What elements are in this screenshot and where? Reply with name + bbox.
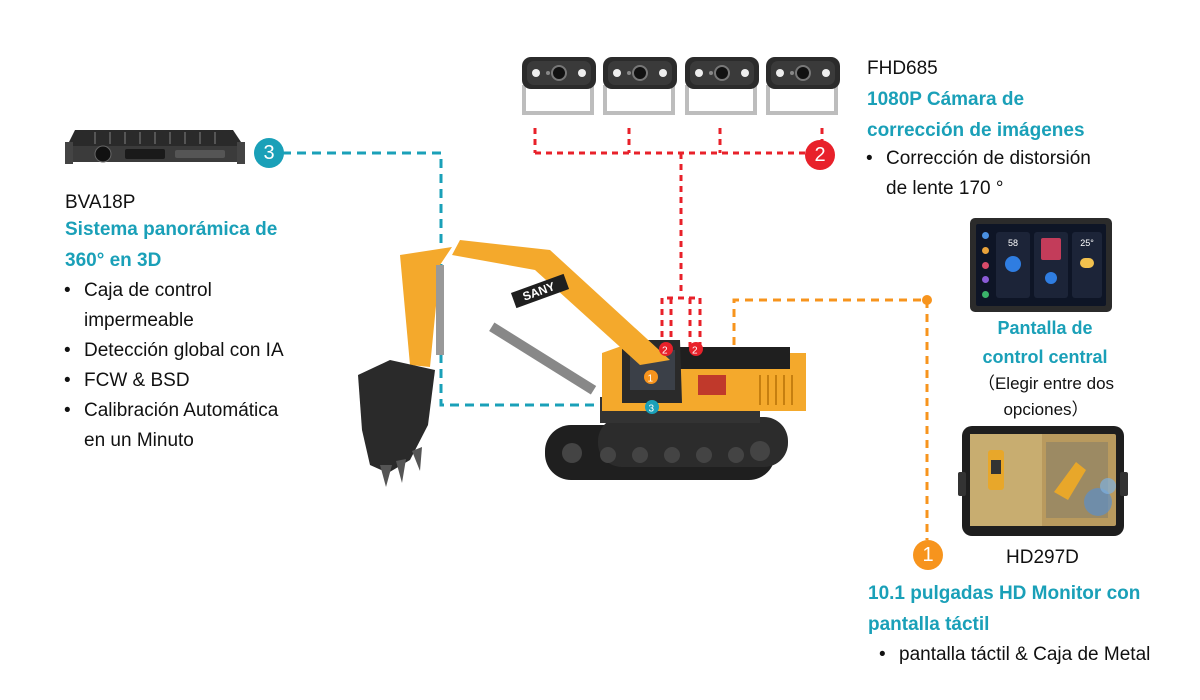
- screen-speed-value: 58: [1007, 238, 1018, 248]
- fhd685-title-line1: 1080P Cámara de: [867, 89, 1025, 110]
- excavator-badge-1: 1: [648, 374, 654, 385]
- bva18p-title: Sistema panorámica de 360° en 3D: [65, 214, 277, 276]
- fhd685-title-line2: corrección de imágenes: [867, 120, 1085, 141]
- central-note-line1: （Elegir entre dos: [977, 374, 1115, 393]
- bva18p-title-line2: 360° en 3D: [65, 250, 162, 271]
- excavator-badge-2-left: 2: [662, 346, 668, 357]
- excavator-badge-2-right: 2: [692, 346, 698, 357]
- excavator-brand: SANY: [521, 279, 557, 304]
- badge-2-fhd685: 2: [805, 140, 835, 170]
- badge-3-bva18p: 3: [254, 138, 284, 168]
- central-title: Pantalla de control central: [975, 314, 1115, 372]
- screen-temperature: 25°: [1080, 238, 1094, 248]
- fhd685-feature-continuation: de lente 170 °: [886, 178, 1004, 199]
- fhd685-feature-item: Corrección de distorsión: [864, 144, 1091, 174]
- central-title-line2: control central: [982, 347, 1108, 367]
- bva18p-feature-item: impermeable: [62, 306, 284, 336]
- fhd685-feature-list: Corrección de distorsión de lente 170 °: [864, 144, 1091, 204]
- hd297d-monitor-image: [958, 422, 1128, 540]
- hd297d-feature-item: pantalla táctil & Caja de Metal: [877, 640, 1150, 670]
- bva18p-feature-continuation: impermeable: [84, 310, 194, 331]
- bva18p-feature-item: Calibración Automática: [62, 396, 284, 426]
- central-title-line1: Pantalla de: [997, 318, 1093, 338]
- bva18p-feature-item: Caja de control: [62, 276, 284, 306]
- bva18p-model: BVA18P: [65, 192, 136, 213]
- excavator-badge-3: 3: [649, 404, 655, 415]
- fhd685-cameras-image: [520, 55, 840, 125]
- central-note: （Elegir entre dos opciones）: [966, 371, 1126, 423]
- orange-connector: [732, 298, 929, 540]
- excavator-image: SANY 2 2 1 3: [340, 225, 810, 490]
- bva18p-feature-item: en un Minuto: [62, 426, 284, 456]
- bva18p-feature-continuation: en un Minuto: [84, 430, 194, 451]
- bva18p-feature-item: FCW & BSD: [62, 366, 284, 396]
- hd297d-feature-list: pantalla táctil & Caja de Metal: [877, 640, 1150, 670]
- bva18p-feature-list: Caja de control impermeable Detección gl…: [62, 276, 284, 456]
- fhd685-title: 1080P Cámara de corrección de imágenes: [867, 84, 1085, 146]
- hd297d-title-line2: pantalla táctil: [868, 614, 990, 635]
- central-note-line2: opciones）: [1003, 400, 1089, 419]
- badge-1-hd297d: 1: [913, 540, 943, 570]
- fhd685-model: FHD685: [867, 58, 938, 79]
- bva18p-feature-item: Detección global con IA: [62, 336, 284, 366]
- central-control-screen-image: 58 25°: [970, 218, 1112, 312]
- red-connector: [533, 128, 824, 348]
- hd297d-title: 10.1 pulgadas HD Monitor con pantalla tá…: [868, 578, 1140, 640]
- hd297d-title-line1: 10.1 pulgadas HD Monitor con: [868, 583, 1141, 604]
- fhd685-feature-item: de lente 170 °: [864, 174, 1091, 204]
- hd297d-model: HD297D: [1006, 547, 1079, 568]
- bva18p-title-line1: Sistema panorámica de: [65, 219, 278, 240]
- bva18p-control-box-image: [65, 112, 245, 172]
